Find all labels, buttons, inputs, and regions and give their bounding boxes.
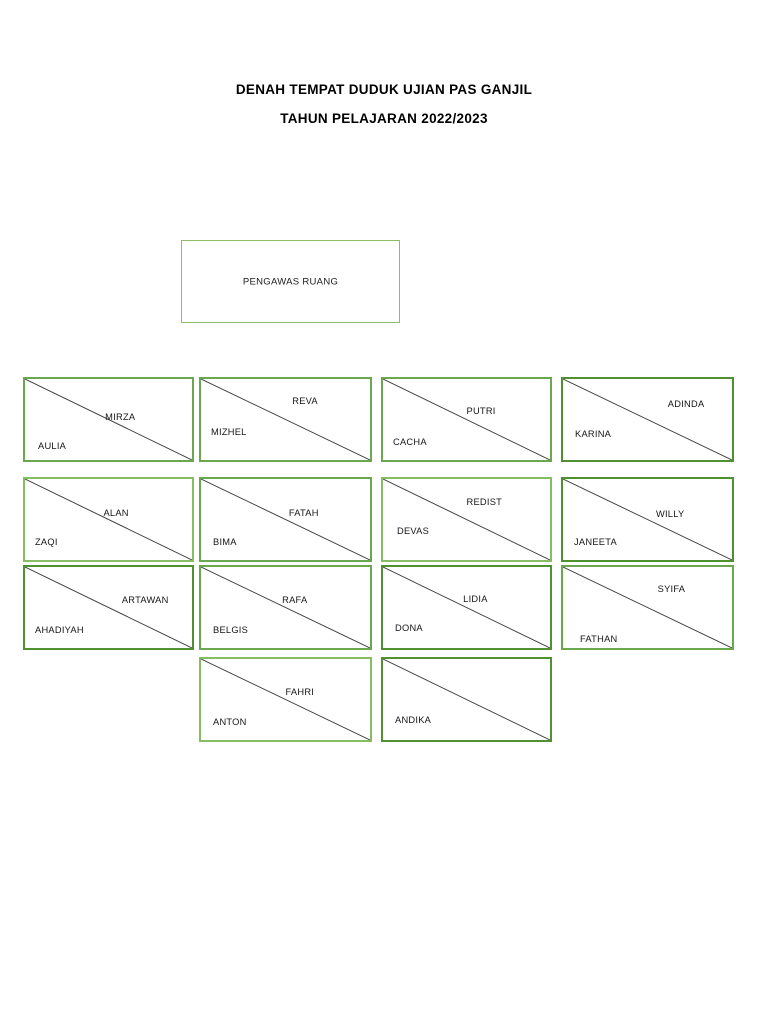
seat-name-lower: ANTON [213,717,247,727]
seat-name-lower: DONA [395,623,423,633]
seat-name-upper: RAFA [282,595,308,605]
seat-name-upper: PUTRI [466,406,496,416]
seat-name-upper: FATAH [288,508,319,518]
seat-name-lower: ZAQI [35,537,58,547]
seat-name-upper: ARTAWAN [121,595,169,605]
supervisor-label: PENGAWAS RUANG [242,276,339,287]
page-title: DENAH TEMPAT DUDUK UJIAN PAS GANJIL TAHU… [0,75,768,133]
desk-diagonal-divider [201,379,370,460]
seat-name-lower: MIZHEL [211,427,247,437]
seat-name-upper: SYIFA [657,584,686,594]
desk-seat[interactable]: REDIST DEVAS [381,477,552,562]
seat-name-upper: REDIST [466,497,503,507]
desk-diagonal-divider [25,479,192,560]
title-line-primary: DENAH TEMPAT DUDUK UJIAN PAS GANJIL [235,82,533,97]
seat-name-lower: FATHAN [580,634,618,644]
desk-diagonal-divider [201,659,370,740]
seat-name-upper: MIRZA [105,412,136,422]
desk-seat[interactable]: ARTAWAN AHADIYAH [23,565,194,650]
desk-diagonal-divider [383,659,550,740]
seat-name-upper: ADINDA [667,399,705,409]
seat-name-lower: BIMA [213,537,237,547]
desk-seat[interactable]: PUTRI CACHA [381,377,552,462]
desk-diagonal-divider [383,479,550,560]
seat-name-upper: REVA [292,396,318,406]
desk-seat[interactable]: FAHRI ANTON [199,657,372,742]
seat-name-lower: CACHA [393,437,427,447]
desk-seat[interactable]: ALAN ZAQI [23,477,194,562]
desk-diagonal-divider [201,479,370,560]
desk-seat[interactable]: LIDIA DONA [381,565,552,650]
desk-diagonal-divider [383,379,550,460]
desk-diagonal-divider [201,567,370,648]
seat-name-lower: JANEETA [574,537,617,547]
desk-seat[interactable]: ANDIKA [381,657,552,742]
desk-seat[interactable]: SYIFA FATHAN [561,565,734,650]
seat-name-upper: LIDIA [463,594,488,604]
desk-seat[interactable]: ADINDA KARINA [561,377,734,462]
seat-name-upper: FAHRI [285,687,315,697]
seat-name-lower: BELGIS [213,625,249,635]
desk-seat[interactable]: FATAH BIMA [199,477,372,562]
desk-seat[interactable]: WILLY JANEETA [561,477,734,562]
desk-seat[interactable]: REVA MIZHEL [199,377,372,462]
supervisor-desk[interactable]: PENGAWAS RUANG [181,240,400,323]
desk-seat[interactable]: RAFA BELGIS [199,565,372,650]
desk-diagonal-divider [25,567,192,648]
seat-name-lower: KARINA [575,429,612,439]
desk-diagonal-divider [383,567,550,648]
seat-name-lower: AULIA [38,441,67,451]
seat-name-upper: WILLY [655,509,685,519]
seat-name-upper: ALAN [103,508,129,518]
desk-diagonal-divider [563,379,732,460]
title-line-secondary: TAHUN PELAJARAN 2022/2023 [280,111,488,126]
desk-seat[interactable]: MIRZA AULIA [23,377,194,462]
seat-name-lower: AHADIYAH [35,625,84,635]
desk-diagonal-divider [563,479,732,560]
seat-name-lower: ANDIKA [395,715,432,725]
seat-name-lower: DEVAS [397,526,430,536]
